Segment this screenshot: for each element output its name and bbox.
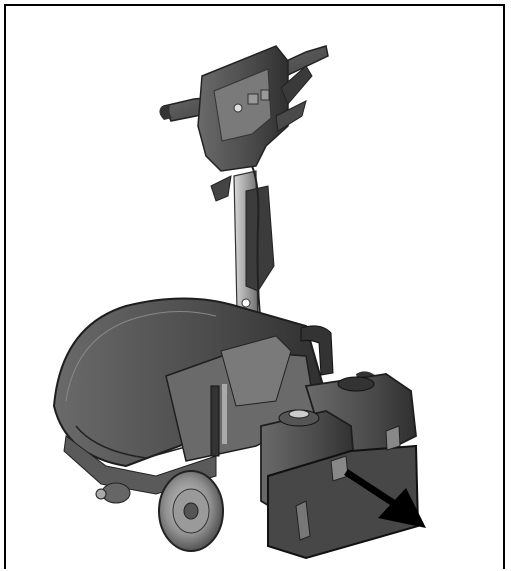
direction-arrow <box>344 469 426 528</box>
handle-assembly <box>159 45 329 202</box>
machine-body <box>52 297 328 495</box>
figure-frame <box>4 4 505 569</box>
rear-wheel <box>158 470 224 552</box>
tank-assembly <box>260 325 420 560</box>
side-wheel <box>95 482 131 504</box>
scrubber-dryer-illustration <box>52 45 426 560</box>
